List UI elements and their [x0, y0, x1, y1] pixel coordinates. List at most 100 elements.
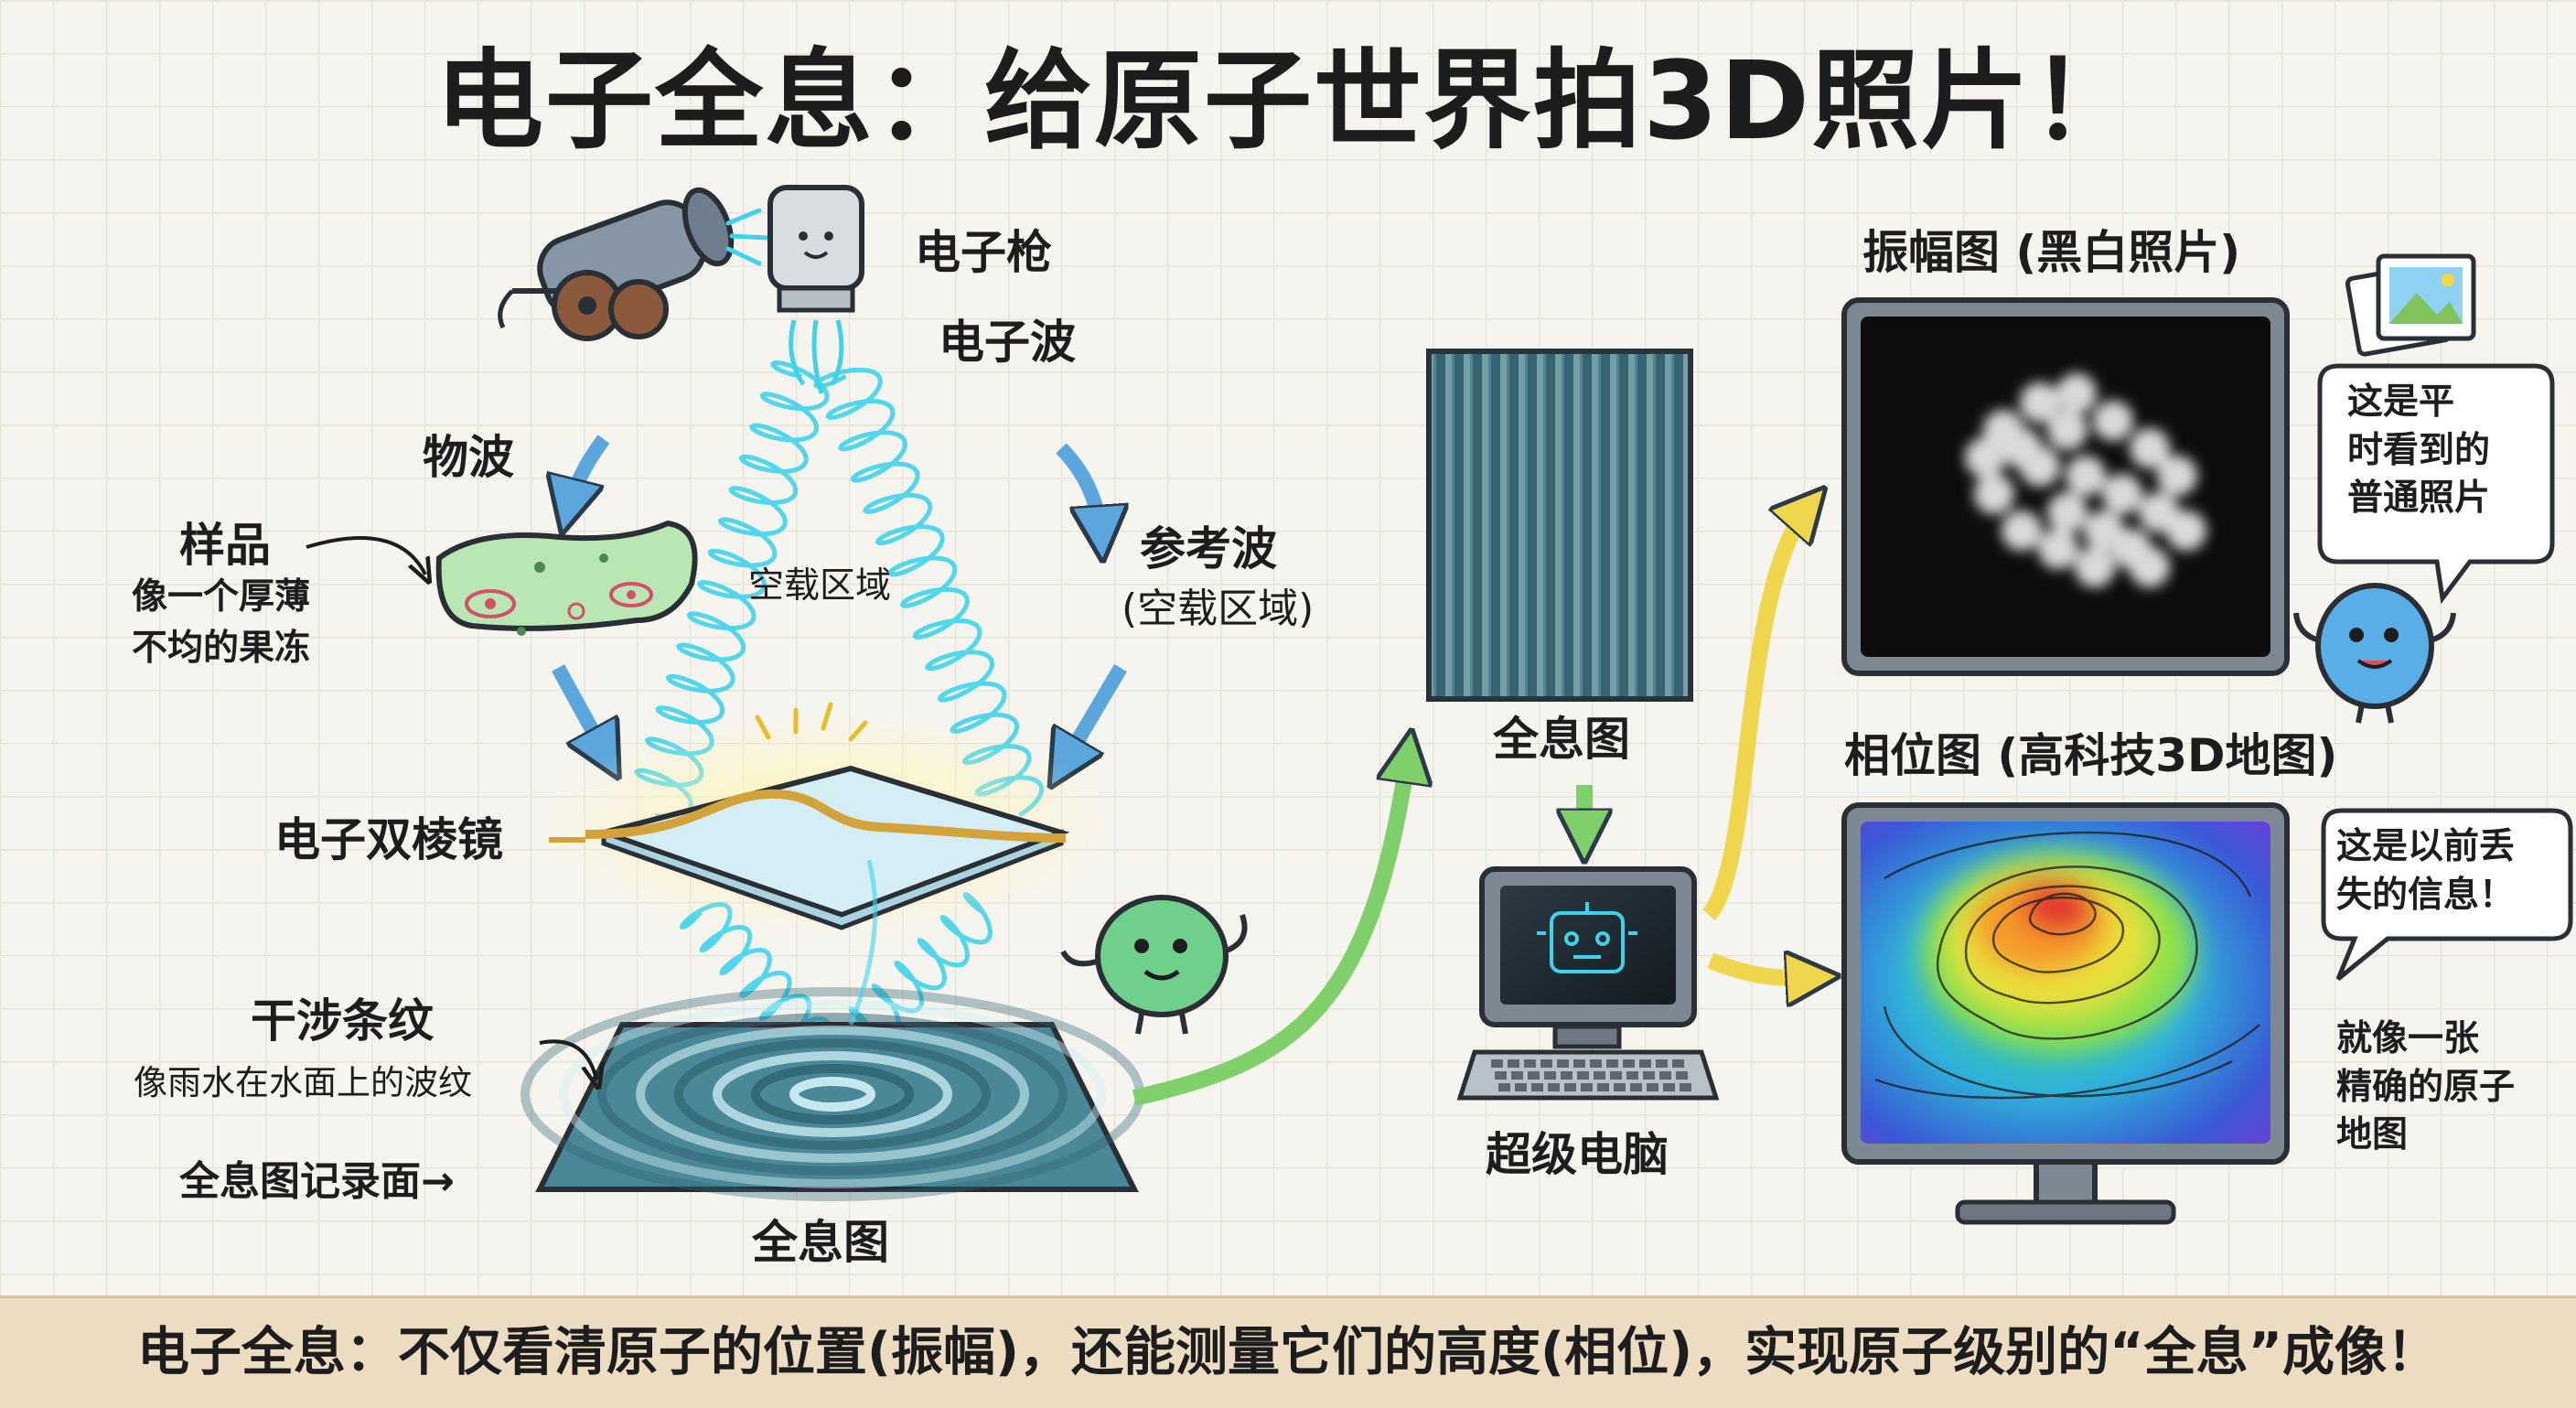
keyboard-key [1491, 1059, 1503, 1068]
reference-to-biprism-arrow [1061, 663, 1127, 768]
map-note: 就像一张 精确的原子 地图 [2336, 1016, 2565, 1160]
supercomputer-label: 超级电脑 [1486, 1128, 1669, 1181]
keyboard-key [1540, 1059, 1552, 1068]
interference-ring [559, 1000, 1106, 1188]
keyboard-key [1594, 1071, 1605, 1080]
bubble-2-line-1: 这是以前丢 [2336, 826, 2516, 867]
biprism-label: 电子双棱镜 [274, 813, 503, 866]
empty-region-label: 空载区域 [748, 565, 892, 607]
fringes-desc: 像雨水在水面上的波纹 [134, 1063, 472, 1102]
keyboard-key [1623, 1059, 1635, 1068]
object-wave-label: 物波 [423, 431, 514, 484]
atom-blob [1965, 437, 2005, 478]
map-note-1: 就像一张 [2336, 1018, 2480, 1059]
keyboard-key [1597, 1083, 1609, 1091]
keyboard-key [1524, 1059, 1536, 1068]
keyboard-key [1643, 1071, 1655, 1080]
hologram-plate-icon [521, 987, 1144, 1201]
reference-wave-arrow [1056, 443, 1101, 540]
atom-blob [2047, 410, 2088, 450]
hologram-image-icon [1426, 349, 1693, 702]
keyboard-key [1528, 1071, 1540, 1080]
atom-blob [2102, 474, 2142, 514]
fringes-pointer [539, 1039, 596, 1080]
keyboard-key [1511, 1071, 1523, 1080]
atom-blob [2093, 401, 2133, 441]
keyboard-key [1680, 1083, 1691, 1091]
keyboard-key [1577, 1071, 1589, 1080]
keyboard-key [1614, 1083, 1626, 1091]
sample-desc-2: 不均的果冻 [132, 628, 311, 669]
bubble-1-line-2: 时看到的 [2347, 429, 2491, 471]
computer-to-phase-arrow [1707, 961, 1819, 978]
atom-blob [2002, 428, 2042, 468]
phase-monitor-icon [1841, 802, 2290, 1225]
plate-to-hologram-arrow [1132, 750, 1409, 1106]
speech-bubble-icon [2321, 808, 2573, 981]
atom-blob [2157, 456, 2197, 496]
hologram-bottom-label: 全息图 [752, 1216, 889, 1269]
bubble-1-text: 这是平 时看到的 普通照片 [2347, 379, 2539, 523]
keyboard-key [1531, 1083, 1543, 1091]
keyboard-key [1610, 1071, 1622, 1080]
keyboard-key [1508, 1059, 1519, 1068]
keyboard-key [1548, 1083, 1560, 1091]
bubble-2-line-2: 失的信息！ [2336, 874, 2516, 916]
keyboard-key [1515, 1083, 1527, 1091]
keyboard-key [1659, 1071, 1671, 1080]
computer-icon [1456, 866, 1720, 1101]
interference-ring [751, 1064, 914, 1124]
interference-ring [597, 1013, 1068, 1176]
atom-blob [2130, 428, 2170, 468]
electron-gun-icon [767, 185, 864, 394]
sample-to-biprism-arrow [551, 664, 608, 759]
atom-blob [2038, 529, 2078, 569]
keyboard-key [1626, 1071, 1638, 1080]
bubble-1-line-3: 普通照片 [2347, 478, 2491, 520]
keyboard-key [1590, 1059, 1602, 1068]
atom-blob [2084, 511, 2124, 551]
sample-pointer [306, 536, 425, 575]
keyboard-key [1676, 1071, 1688, 1080]
keyboard-key [1561, 1071, 1572, 1080]
sample-label: 样品 [179, 519, 271, 572]
atom-blob [2047, 492, 2088, 532]
object-wave-arrow [567, 435, 610, 512]
keyboard-key [1564, 1083, 1576, 1091]
map-note-3: 地图 [2336, 1114, 2409, 1156]
atom-blob [2056, 373, 2097, 414]
sample-jelly-icon [435, 520, 698, 636]
sample-desc-1: 像一个厚薄 [132, 576, 311, 618]
amplitude-monitor-icon [1841, 297, 2290, 676]
keyboard-key [1495, 1071, 1507, 1080]
keyboard-key [1573, 1059, 1585, 1068]
reference-wave-note: (空载区域) [1122, 586, 1315, 632]
atom-blob [2066, 456, 2106, 496]
page-title: 电子全息：给原子世界拍3D照片！ [435, 38, 2141, 164]
keyboard-key [1581, 1083, 1593, 1091]
robot-face-icon [1537, 902, 1637, 973]
bubble-1-line-1: 这是平 [2347, 382, 2455, 423]
phase-title: 相位图 (高科技3D地图) [1844, 729, 2338, 782]
fringes-label: 干涉条纹 [251, 994, 434, 1048]
record-plane-label: 全息图记录面→ [179, 1158, 455, 1205]
atom-blob [1974, 474, 2014, 514]
cannon-icon [498, 187, 771, 341]
electron-wave-label: 电子波 [939, 316, 1076, 369]
interference-ring [674, 1038, 991, 1150]
bubble-2-text: 这是以前丢 失的信息！ [2336, 823, 2561, 919]
reference-wave-label: 参考波 [1140, 522, 1277, 575]
atom-blob [2130, 547, 2170, 587]
keyboard-key [1498, 1083, 1510, 1091]
photo-icon [2345, 253, 2476, 357]
interference-ring [636, 1026, 1029, 1163]
footer-summary: 电子全息：不仅看清原子的位置(振幅)，还能测量它们的高度(相位)，实现原子级别的… [136, 1322, 2440, 1382]
keyboard-key [1630, 1083, 1642, 1091]
interference-ring [713, 1051, 952, 1137]
green-mascot-icon [1060, 895, 1248, 1035]
keyboard-key [1647, 1083, 1658, 1091]
electron-gun-label: 电子枪 [915, 226, 1052, 279]
speech-bubble-icon [2317, 363, 2555, 605]
computer-to-amplitude-arrow [1701, 503, 1811, 920]
